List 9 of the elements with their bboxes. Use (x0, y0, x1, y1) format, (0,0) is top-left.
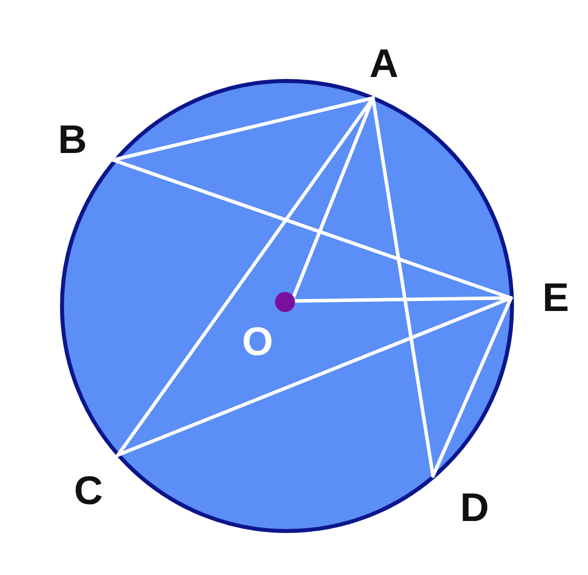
point-label: C (74, 455, 118, 511)
point-label: B (58, 120, 113, 160)
point-label: O (242, 292, 292, 362)
chord-line (371, 96, 435, 478)
chord-line (116, 296, 513, 457)
point-label: E (511, 274, 569, 322)
point-label: A (360, 44, 408, 98)
point-label: D (433, 478, 489, 528)
chord-line (431, 296, 513, 478)
